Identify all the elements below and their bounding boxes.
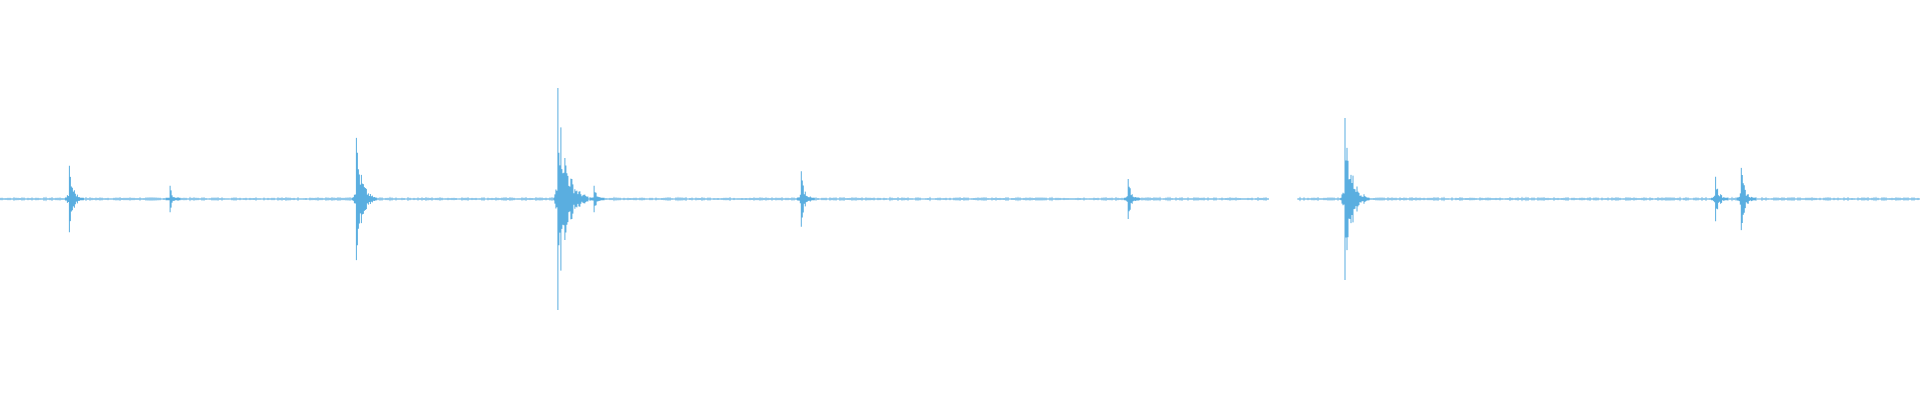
waveform-noise-path <box>0 196 1919 202</box>
waveform-noise <box>0 196 1919 202</box>
waveform-peak <box>1736 167 1756 231</box>
waveform-peak <box>796 171 815 227</box>
waveform-peak <box>64 165 84 233</box>
waveform-peaks <box>64 88 1756 310</box>
waveform-peak <box>165 185 181 213</box>
waveform-peak <box>1340 118 1370 280</box>
waveform-peak <box>589 185 605 213</box>
waveform-peak <box>553 88 589 310</box>
waveform-peak <box>1711 176 1729 222</box>
waveform-peak <box>351 137 377 261</box>
waveform-peak <box>1123 179 1140 219</box>
